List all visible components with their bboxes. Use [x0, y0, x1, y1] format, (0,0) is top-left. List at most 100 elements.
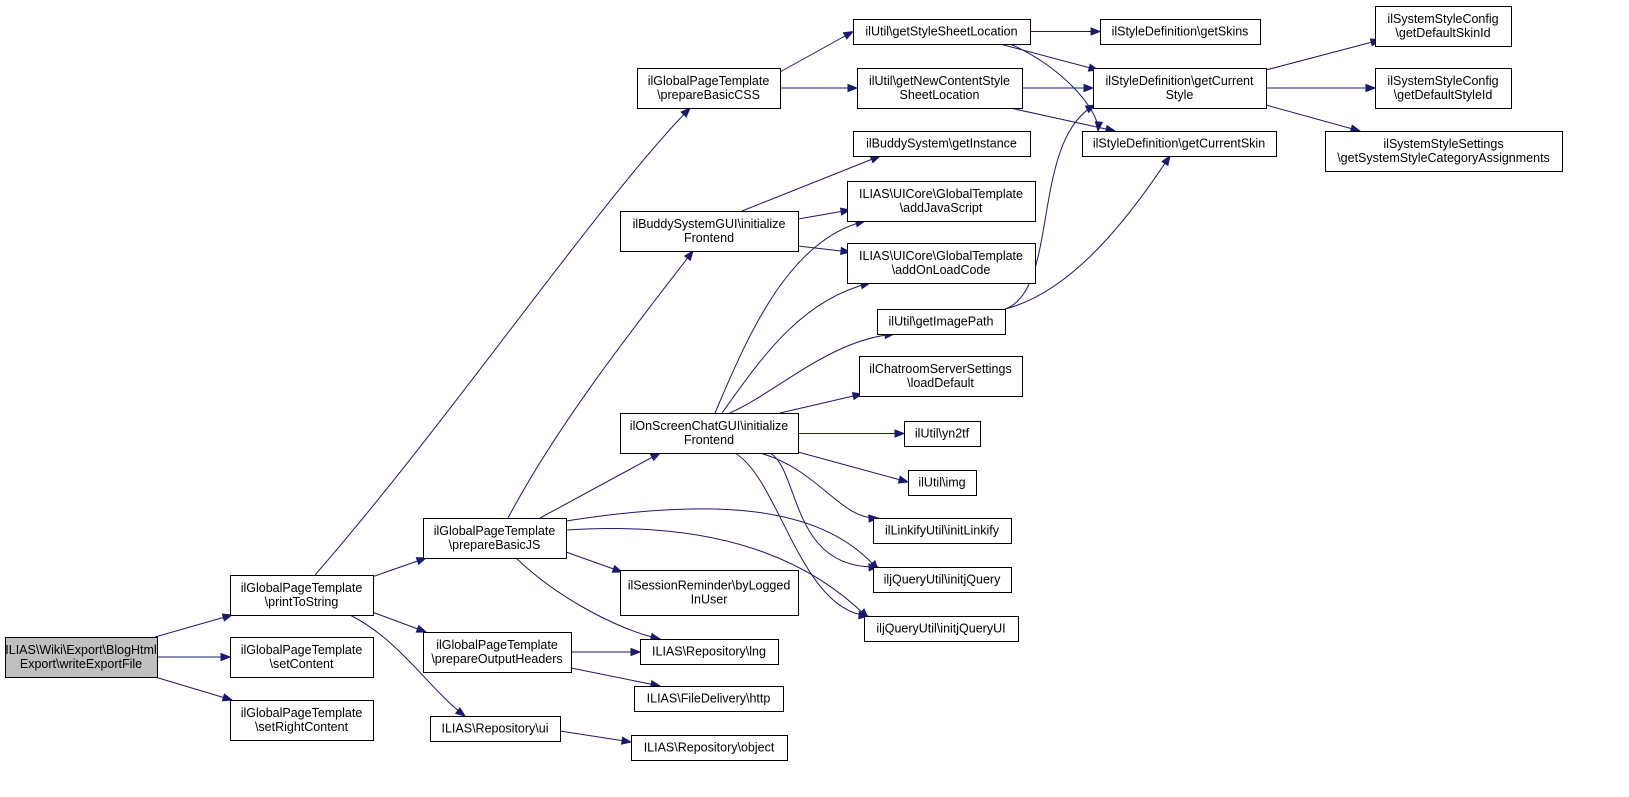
- node-label: ILIAS\Repository\object: [644, 741, 775, 755]
- node-get-image-path[interactable]: ilUtil\getImagePath: [877, 309, 1006, 335]
- node-label: ilOnScreenChatGUI\initialize: [630, 419, 788, 433]
- node-yn2tf[interactable]: ilUtil\yn2tf: [904, 421, 981, 447]
- node-label: ILIAS\UICore\GlobalTemplate: [859, 187, 1023, 201]
- node-label: ILIAS\Repository\ui: [442, 722, 549, 736]
- node-file-http[interactable]: ILIAS\FileDelivery\http: [634, 686, 784, 712]
- edge-get-new-content-style-to-get-current-style: [1022, 83, 1095, 93]
- node-label: \addOnLoadCode: [892, 263, 991, 277]
- node-prepare-basic-css[interactable]: ilGlobalPageTemplate\prepareBasicCSS: [637, 68, 781, 109]
- node-root: ILIAS\Wiki\Export\BlogHtmlExport\writeEx…: [5, 637, 158, 678]
- node-label: InUser: [691, 593, 728, 607]
- node-default-skin-id[interactable]: ilSystemStyleConfig\getDefaultSkinId: [1375, 6, 1512, 47]
- node-label: ilGlobalPageTemplate: [241, 581, 363, 595]
- edges-layer: [154, 27, 1382, 745]
- node-label: ilBuddySystemGUI\initialize: [633, 217, 786, 231]
- edge-repo-ui-to-repo-object: [559, 730, 633, 745]
- node-label: ILIAS\FileDelivery\http: [647, 692, 771, 706]
- node-label: \getDefaultStyleId: [1394, 88, 1493, 102]
- edge-print-to-string-to-repo-ui: [349, 614, 467, 717]
- edge-prepare-basic-js-to-by-logged-in-user: [565, 551, 624, 573]
- edge-get-current-style-to-default-skin-id: [1265, 38, 1382, 71]
- edge-root-to-set-right-content: [154, 676, 234, 702]
- node-get-style-sheet-location[interactable]: ilUtil\getStyleSheetLocation: [853, 19, 1031, 45]
- node-label: ILIAS\Repository\lng: [652, 645, 766, 659]
- edge-osc-init-to-img: [797, 451, 910, 484]
- node-label: \setRightContent: [255, 720, 349, 734]
- node-get-current-skin[interactable]: ilStyleDefinition\getCurrentSkin: [1082, 131, 1277, 157]
- node-label: ilLinkifyUtil\initLinkify: [885, 524, 1000, 538]
- node-add-on-load-code[interactable]: ILIAS\UICore\GlobalTemplate\addOnLoadCod…: [847, 243, 1036, 284]
- edge-prepare-basic-js-to-buddy-init: [507, 249, 694, 519]
- node-initj-query-ui[interactable]: iljQueryUtil\initjQueryUI: [864, 616, 1019, 642]
- node-label: ilUtil\getImagePath: [889, 315, 994, 329]
- node-label: ilChatroomServerSettings: [869, 362, 1011, 376]
- node-get-skins[interactable]: ilStyleDefinition\getSkins: [1100, 19, 1261, 45]
- node-add-java-script[interactable]: ILIAS\UICore\GlobalTemplate\addJavaScrip…: [847, 181, 1036, 222]
- edge-osc-init-to-initj-query-ui: [734, 452, 870, 620]
- edge-prepare-output-headers-to-file-http: [570, 667, 662, 689]
- node-label: ILIAS\Wiki\Export\BlogHtml: [5, 643, 156, 657]
- edge-prepare-basic-js-to-osc-init: [539, 452, 662, 519]
- node-label: Frontend: [684, 433, 734, 447]
- node-set-right-content[interactable]: ilGlobalPageTemplate\setRightContent: [230, 700, 374, 741]
- node-label: ilGlobalPageTemplate: [241, 643, 363, 657]
- edge-get-style-sheet-location-to-get-current-style: [999, 43, 1100, 72]
- node-label: iljQueryUtil\initjQueryUI: [876, 622, 1005, 636]
- node-get-buddy-instance[interactable]: ilBuddySystem\getInstance: [853, 131, 1031, 157]
- node-label: iljQueryUtil\initjQuery: [884, 573, 1001, 587]
- node-label: ilStyleDefinition\getCurrentSkin: [1093, 137, 1265, 151]
- node-label: \addJavaScript: [900, 201, 983, 215]
- node-repo-ui[interactable]: ILIAS\Repository\ui: [430, 716, 561, 742]
- node-label: ilUtil\getNewContentStyle: [869, 74, 1010, 88]
- edge-prepare-basic-css-to-get-new-content-style: [780, 83, 859, 93]
- edge-buddy-init-to-add-on-load-code: [797, 245, 852, 256]
- edge-prepare-basic-js-to-initj-query: [565, 508, 879, 572]
- node-prepare-basic-js[interactable]: ilGlobalPageTemplate\prepareBasicJS: [423, 518, 567, 559]
- node-repo-lng[interactable]: ILIAS\Repository\lng: [640, 639, 779, 665]
- node-label: ilUtil\img: [918, 476, 965, 490]
- edge-get-current-style-to-default-style-id: [1266, 83, 1377, 93]
- node-label: ilSystemStyleConfig: [1387, 12, 1498, 26]
- node-label: ilSystemStyleSettings: [1383, 137, 1503, 151]
- node-label: SheetLocation: [900, 88, 980, 102]
- edge-get-current-style-to-category-assignments: [1265, 104, 1362, 133]
- node-label: ilSessionReminder\byLogged: [628, 579, 791, 593]
- node-default-style-id[interactable]: ilSystemStyleConfig\getDefaultStyleId: [1375, 68, 1512, 109]
- node-initj-query[interactable]: iljQueryUtil\initjQuery: [873, 567, 1012, 593]
- node-label: ilGlobalPageTemplate: [241, 706, 363, 720]
- node-label: \prepareOutputHeaders: [431, 652, 562, 666]
- edge-root-to-set-content: [157, 652, 232, 662]
- node-label: ilGlobalPageTemplate: [436, 638, 558, 652]
- node-label: \prepareBasicCSS: [657, 88, 760, 102]
- node-label: Style: [1166, 88, 1194, 102]
- node-img[interactable]: ilUtil\img: [908, 470, 977, 496]
- edge-get-style-sheet-location-to-get-skins: [1030, 27, 1102, 36]
- edge-get-image-path-to-get-current-skin: [1004, 154, 1171, 310]
- edge-osc-init-to-chat-load-default: [779, 392, 864, 414]
- node-label: ilGlobalPageTemplate: [434, 524, 556, 538]
- node-prepare-output-headers[interactable]: ilGlobalPageTemplate\prepareOutputHeader…: [423, 632, 572, 673]
- node-init-linkify[interactable]: ilLinkifyUtil\initLinkify: [873, 518, 1012, 544]
- node-category-assignments[interactable]: ilSystemStyleSettings\getSystemStyleCate…: [1325, 131, 1563, 172]
- node-set-content[interactable]: ilGlobalPageTemplate\setContent: [230, 637, 374, 678]
- edge-print-to-string-to-prepare-basic-js: [371, 557, 428, 578]
- edge-prepare-output-headers-to-repo-lng: [571, 647, 642, 657]
- node-label: \getDefaultSkinId: [1395, 26, 1490, 40]
- nodes-layer: ILIAS\Wiki\Export\BlogHtmlExport\writeEx…: [5, 6, 1563, 761]
- edge-print-to-string-to-prepare-output-headers: [371, 611, 428, 633]
- node-label: \loadDefault: [907, 376, 974, 390]
- edge-print-to-string-to-prepare-basic-css: [314, 107, 691, 576]
- node-label: \setContent: [270, 657, 334, 671]
- edge-buddy-init-to-add-java-script: [797, 207, 852, 220]
- node-chat-load-default[interactable]: ilChatroomServerSettings\loadDefault: [859, 356, 1023, 397]
- node-label: ILIAS\UICore\GlobalTemplate: [859, 249, 1023, 263]
- node-label: \getSystemStyleCategoryAssignments: [1337, 151, 1550, 165]
- node-print-to-string[interactable]: ilGlobalPageTemplate\printToString: [230, 575, 374, 616]
- node-repo-object[interactable]: ILIAS\Repository\object: [631, 735, 788, 761]
